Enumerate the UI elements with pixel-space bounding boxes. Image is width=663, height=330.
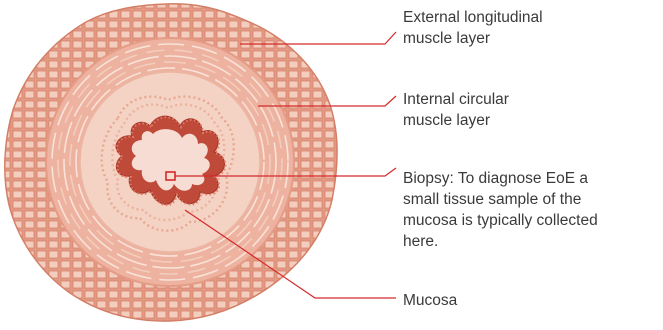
label-line: Biopsy: To diagnose EoE a <box>403 168 598 189</box>
label-line: small tissue sample of the <box>403 189 598 210</box>
label-biopsy: Biopsy: To diagnose EoE a small tissue s… <box>403 168 598 252</box>
label-mucosa: Mucosa <box>403 290 457 311</box>
label-external-longitudinal-muscle-layer: External longitudinal muscle layer <box>403 7 543 49</box>
label-line: Internal circular <box>403 89 509 110</box>
label-line: Mucosa <box>403 290 457 311</box>
label-line: mucosa is typically collected <box>403 210 598 231</box>
label-line: muscle layer <box>403 110 509 131</box>
label-line: muscle layer <box>403 28 543 49</box>
label-line: here. <box>403 231 598 252</box>
label-line: External longitudinal <box>403 7 543 28</box>
label-internal-circular-muscle-layer: Internal circular muscle layer <box>403 89 509 131</box>
